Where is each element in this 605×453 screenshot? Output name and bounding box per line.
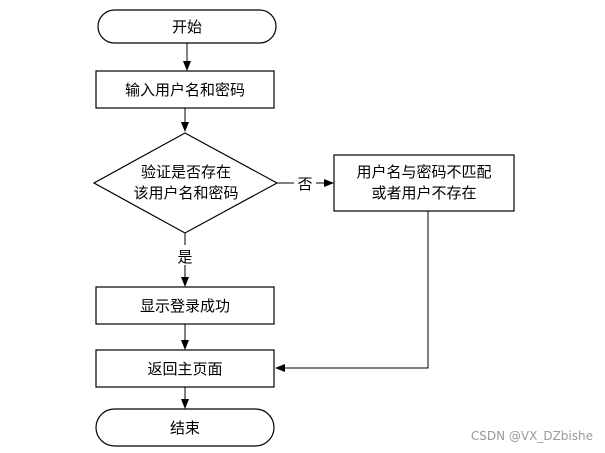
csdn-watermark: CSDN @VX_DZbishe	[470, 429, 593, 443]
end-label: 结束	[170, 419, 200, 437]
verify-label-line2: 该用户名和密码	[133, 184, 238, 202]
return-home-label: 返回主页面	[147, 360, 222, 378]
start-label: 开始	[172, 18, 202, 36]
start-node: 开始	[97, 9, 277, 44]
verify-decision-node: 验证是否存在 该用户名和密码	[92, 132, 279, 234]
login-success-label: 显示登录成功	[140, 297, 230, 315]
return-home-node: 返回主页面	[95, 349, 275, 388]
error-label-line2: 或者用户不存在	[371, 184, 476, 202]
edge-yes-label: 是	[177, 248, 192, 266]
input-credentials-label: 输入用户名和密码	[125, 81, 245, 99]
login-success-node: 显示登录成功	[95, 286, 275, 325]
edge-no-label: 否	[297, 175, 312, 193]
edge-error-to-return	[275, 211, 429, 372]
input-credentials-node: 输入用户名和密码	[95, 70, 275, 109]
verify-label-line1: 验证是否存在	[141, 163, 231, 181]
error-message-node: 用户名与密码不匹配 或者用户不存在	[333, 154, 515, 212]
end-node: 结束	[95, 408, 275, 447]
error-label-line1: 用户名与密码不匹配	[356, 163, 491, 181]
